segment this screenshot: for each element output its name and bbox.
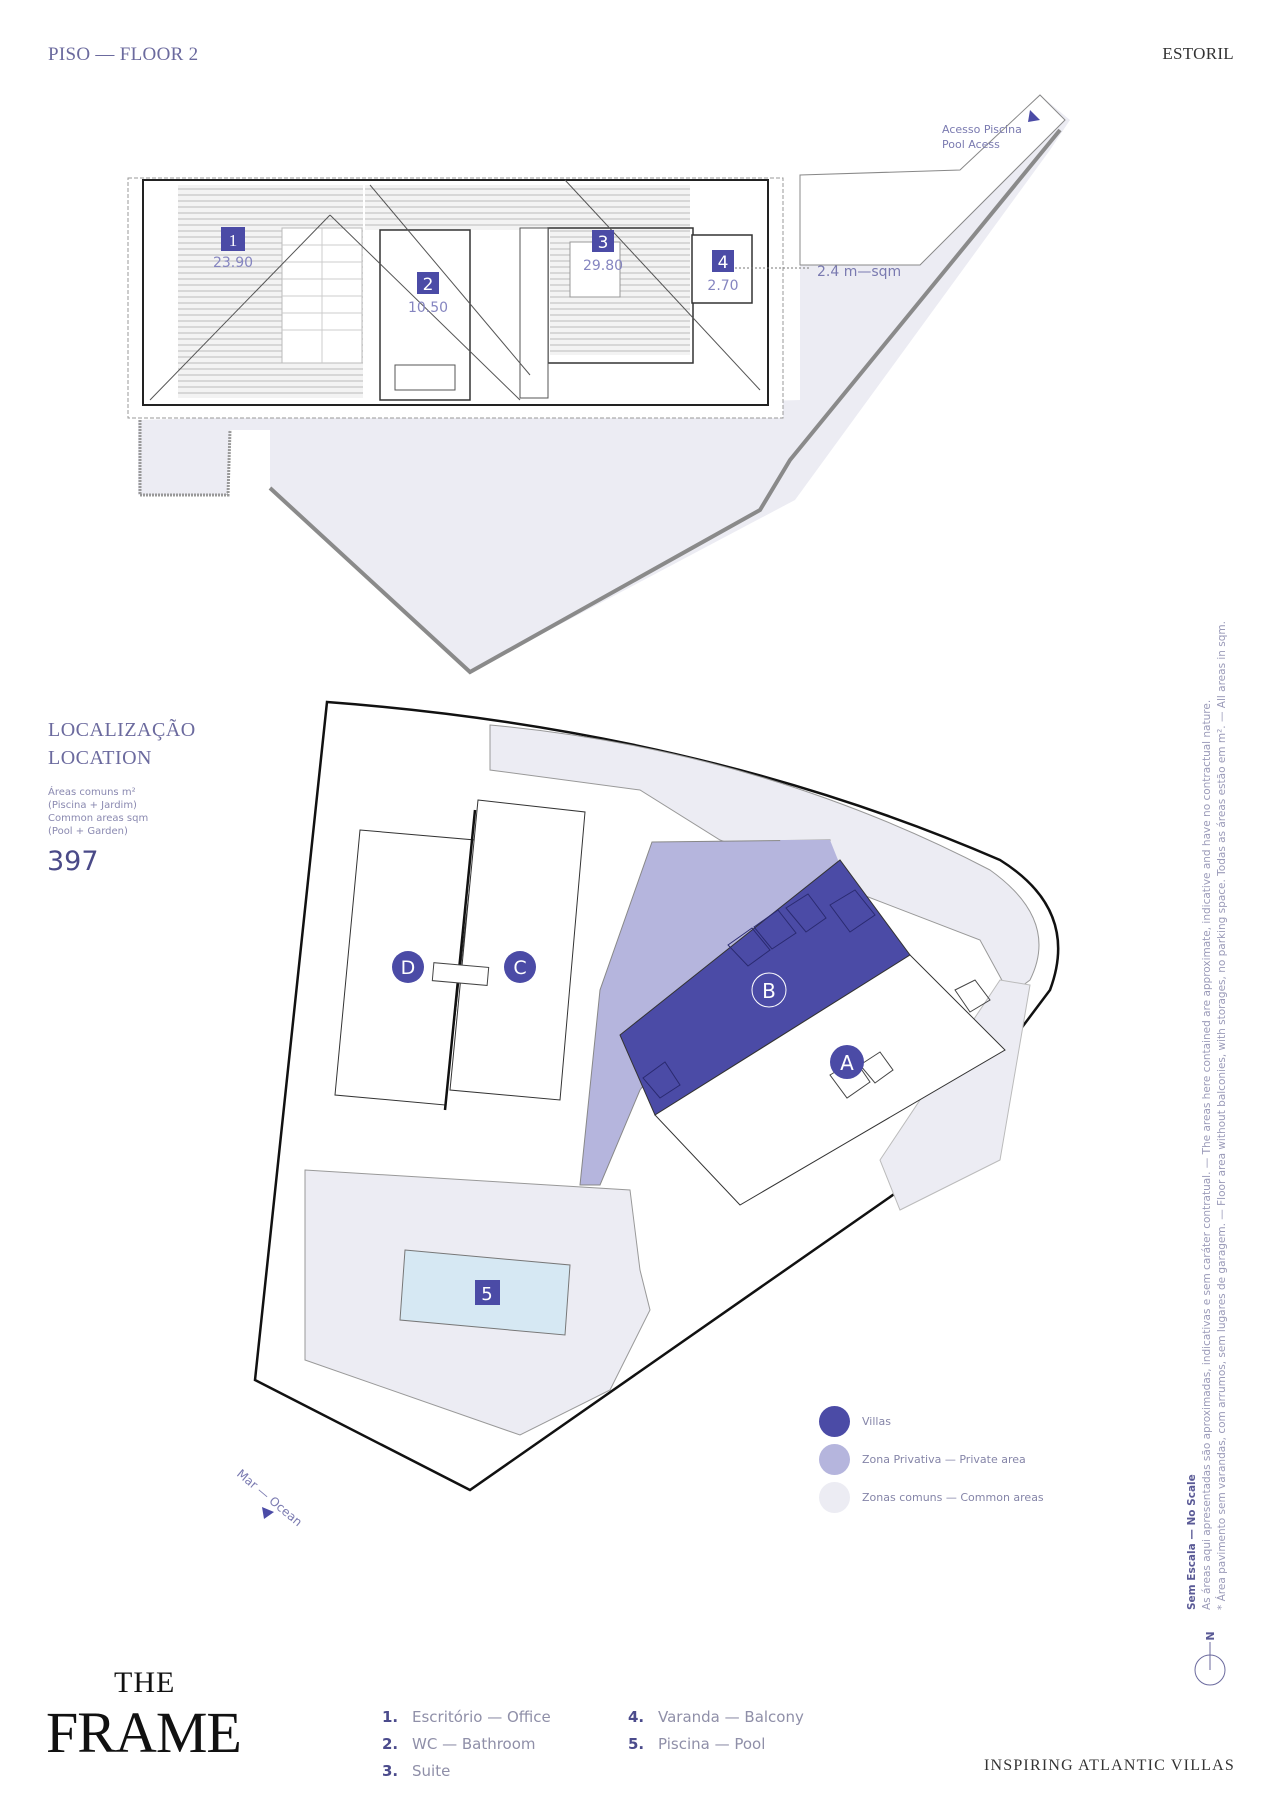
svg-text:1: 1 (229, 231, 238, 250)
logo-the: THE (114, 1666, 176, 1699)
svg-text:23.90: 23.90 (213, 255, 253, 271)
svg-text:Mar — Ocean: Mar — Ocean (234, 1467, 305, 1530)
compass-icon: N (1194, 1631, 1226, 1686)
north-arrow: N (1190, 1630, 1230, 1694)
room-key-item: 3.Suite (382, 1762, 451, 1780)
room-key-item: 5.Piscina — Pool (628, 1735, 766, 1753)
svg-text:5: 5 (481, 1284, 492, 1305)
disclaimer-line: As áreas aqui apresentadas são aproximad… (1201, 699, 1213, 1610)
room-key-item: 4.Varanda — Balcony (628, 1708, 804, 1726)
pool-access-label-pt: Acesso Piscina (942, 123, 1022, 136)
room-marker-2: 2 10.50 (408, 272, 448, 316)
note-line: (Pool + Garden) (48, 826, 128, 837)
legend-label: Zona Privativa — Private area (862, 1452, 1026, 1466)
legend-swatch (819, 1405, 850, 1437)
legend-swatch (819, 1481, 850, 1513)
logo-frame: FRAME (46, 1700, 242, 1765)
balcony-dimension: 2.4 m—sqm (817, 264, 901, 280)
svg-text:29.80: 29.80 (583, 258, 623, 274)
villa-marker-b[interactable]: B (751, 972, 787, 1008)
city-label: ESTORIL (1162, 44, 1234, 63)
note-line: Common areas sqm (48, 813, 149, 824)
svg-text:D: D (401, 957, 416, 979)
note-line: Áreas comuns m² (48, 787, 136, 798)
pool-access-label-en: Pool Acess (942, 138, 1000, 151)
room-key-item: 1.Escritório — Office (382, 1708, 551, 1726)
svg-text:4: 4 (718, 253, 729, 273)
legend-label: Villas (862, 1414, 891, 1428)
location-notes: Áreas comuns m² (Piscina + Jardim) Commo… (48, 786, 148, 838)
villa-marker-c[interactable]: C (504, 951, 536, 983)
svg-text:A: A (840, 1051, 854, 1075)
legend-item-villas: Villas (819, 1402, 1044, 1440)
svg-text:10.50: 10.50 (408, 300, 448, 316)
room-marker-3: 3 29.80 (583, 230, 623, 274)
common-area-value: 397 (47, 846, 99, 877)
svg-text:2: 2 (423, 275, 434, 295)
ocean-direction: Mar — Ocean (234, 1467, 305, 1530)
svg-text:B: B (762, 979, 776, 1003)
floor-plan: 1 23.90 2 10.50 3 29.80 4 2.70 2.4 m—sqm… (127, 94, 1070, 675)
location-title: LOCALIZAÇÃO LOCATION (48, 716, 196, 772)
disclaimer-title: Sem Escala — No Scale (1186, 1474, 1198, 1610)
legend: Villas Zona Privativa — Private area Zon… (819, 1402, 1044, 1516)
room-key-col1: 1.Escritório — Office 2.WC — Bathroom 3.… (382, 1704, 551, 1785)
legend-swatch (819, 1443, 850, 1475)
pool-marker: 5 (475, 1280, 500, 1305)
disclaimer: Sem Escala — No Scale As áreas aqui apre… (1185, 410, 1230, 1610)
legend-item-common: Zonas comuns — Common areas (819, 1478, 1044, 1516)
ocean-arrow-icon (262, 1507, 274, 1519)
villa-marker-a[interactable]: A (830, 1045, 864, 1079)
room-key-col2: 4.Varanda — Balcony 5.Piscina — Pool (628, 1704, 804, 1758)
disclaimer-line: * Área pavimento sem varandas, com arrum… (1216, 621, 1228, 1610)
room-key-item: 2.WC — Bathroom (382, 1735, 536, 1753)
villa-marker-d[interactable]: D (392, 951, 424, 983)
note-line: (Piscina + Jardim) (48, 800, 137, 811)
pool-access-arrow-icon (1028, 110, 1040, 122)
svg-text:C: C (513, 957, 526, 979)
location-title-pt: LOCALIZAÇÃO (48, 719, 196, 741)
floor-title: PISO — FLOOR 2 (48, 44, 199, 65)
legend-label: Zonas comuns — Common areas (862, 1490, 1044, 1504)
svg-text:3: 3 (598, 233, 609, 253)
svg-text:2.70: 2.70 (707, 278, 738, 294)
room-marker-4: 4 2.70 (707, 250, 739, 294)
legend-item-private: Zona Privativa — Private area (819, 1440, 1044, 1478)
svg-text:N: N (1204, 1631, 1217, 1640)
site-plan: D C B A 5 Mar — Ocean (234, 700, 1060, 1530)
room-marker-1: 1 23.90 (213, 227, 253, 271)
tagline: INSPIRING ATLANTIC VILLAS (983, 1757, 1235, 1774)
location-title-en: LOCATION (48, 747, 152, 769)
